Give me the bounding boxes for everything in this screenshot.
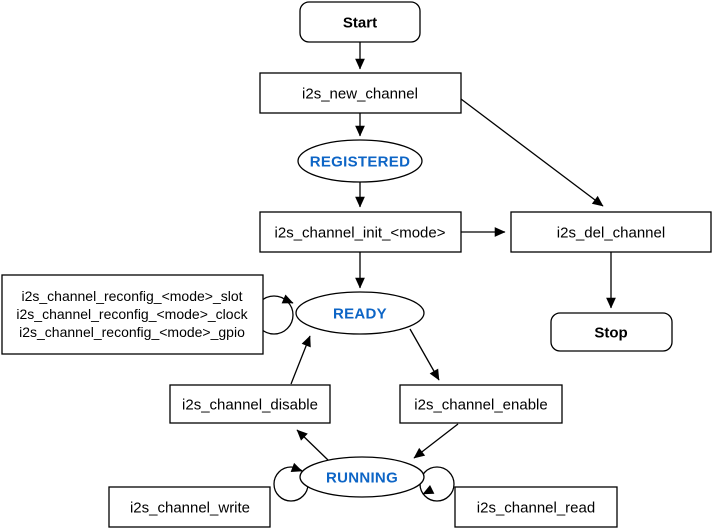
read-node: [454, 486, 618, 528]
ready-self-loop-arrowhead: [281, 294, 294, 304]
disable-label: i2s_channel_disable: [182, 396, 318, 413]
read-label: i2s_channel_read: [477, 499, 595, 516]
write-label: i2s_channel_write: [130, 499, 250, 516]
reconfig-node: [1, 274, 264, 355]
registered-state-label: REGISTERED: [310, 153, 411, 170]
write-node: [108, 486, 271, 528]
running-read-self-loop: [419, 466, 455, 502]
edge-disable-to-ready: [290, 335, 311, 385]
edge-running-to-disable: [296, 429, 329, 461]
del-channel-label: i2s_del_channel: [557, 224, 665, 241]
ready-state-label: READY: [333, 305, 387, 322]
running-state-label: RUNNING: [326, 469, 398, 486]
reconfig-slot-label: i2s_channel_reconfig_<mode>_slot: [21, 288, 242, 304]
new-channel-node: [259, 72, 462, 114]
enable-node: [399, 384, 563, 424]
edge-enable-to-running: [413, 423, 459, 459]
stop-label: Stop: [594, 324, 627, 341]
registered-state-ellipse: [297, 139, 423, 183]
del-channel-node: [510, 211, 712, 253]
edge-ready-to-enable: [409, 328, 440, 381]
start-node: [299, 1, 421, 43]
init-label: i2s_channel_init_<mode>: [275, 224, 446, 241]
start-label: Start: [343, 14, 377, 31]
enable-label: i2s_channel_enable: [414, 396, 547, 413]
ready-state-ellipse: [295, 291, 425, 335]
running-right-self-loop-arrowhead: [422, 485, 435, 495]
new-channel-label: i2s_new_channel: [302, 85, 418, 102]
edge-new-channel-to-del-channel: [460, 98, 604, 207]
reconfig-gpio-label: i2s_channel_reconfig_<mode>_gpio: [19, 324, 245, 340]
reconfig-clock-label: i2s_channel_reconfig_<mode>_clock: [16, 306, 248, 322]
running-left-self-loop-arrowhead: [290, 462, 303, 472]
init-node: [259, 211, 462, 253]
stop-node: [550, 312, 673, 352]
disable-node: [169, 384, 331, 424]
running-state-ellipse: [299, 456, 425, 498]
